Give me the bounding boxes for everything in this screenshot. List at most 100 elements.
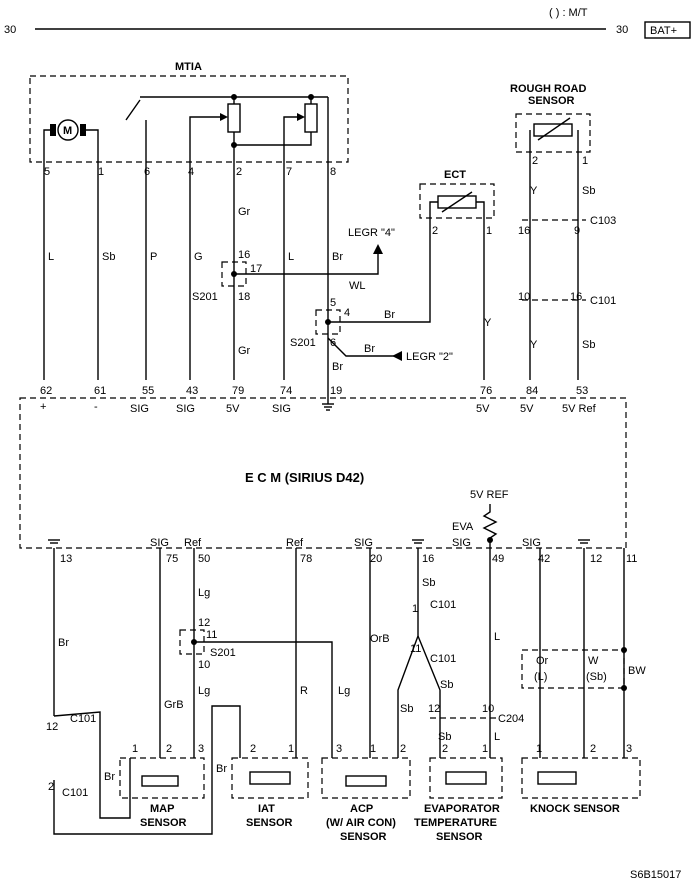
wire-color: Sb (400, 703, 413, 715)
pin-label: 17 (250, 263, 262, 275)
potentiometer-2 (304, 103, 318, 133)
pin-label: 16 (422, 553, 434, 565)
pin-label: 1 (536, 743, 542, 755)
pin-label: 10 (482, 703, 494, 715)
pin-label: 74 (280, 385, 292, 397)
pin-label: 5 (330, 297, 336, 309)
wire-br-map (53, 711, 131, 819)
pin-label: 1 (98, 166, 104, 178)
pin-label: 42 (538, 553, 550, 565)
sig-label: SIG (452, 537, 471, 549)
pin-label: 9 (574, 225, 580, 237)
knock-label: KNOCK SENSOR (530, 803, 620, 815)
pin-label: 84 (526, 385, 538, 397)
sig-label: + (40, 401, 46, 413)
wire-color: W (588, 655, 599, 667)
wire-color: G (194, 251, 203, 263)
wire-color: WL (349, 280, 366, 292)
ecm-box (19, 397, 627, 549)
pin-label: 50 (198, 553, 210, 565)
map-label-1: MAP (150, 803, 174, 815)
wire-ect-y (476, 201, 485, 380)
wire-color: Y (530, 185, 538, 197)
pin-label: 2 (48, 781, 54, 793)
motor-symbol: M (63, 125, 72, 137)
pin-label: 75 (166, 553, 178, 565)
wire-color: (Sb) (586, 671, 607, 683)
acp-label-2: (W/ AIR CON) (326, 817, 396, 829)
pin-label: 2 (590, 743, 596, 755)
wire-color: Lg (198, 587, 210, 599)
sig-label: SIG (522, 537, 541, 549)
sig-label: Ref (286, 537, 304, 549)
wire-legr4 (234, 250, 379, 275)
acp-sensor-element (345, 775, 387, 787)
wire-color: L (494, 631, 500, 643)
sig-label: 5V (226, 403, 240, 415)
acp-label-1: ACP (350, 803, 373, 815)
rough-road-sensor (533, 123, 573, 137)
iat-sensor-element (249, 771, 291, 785)
pin-label: 16 (570, 291, 582, 303)
wire-color: GrB (164, 699, 184, 711)
legr-4-label: LEGR "4" (348, 227, 395, 239)
pin-label: 18 (238, 291, 250, 303)
pin-label: 2 (532, 155, 538, 167)
pin-label: 4 (344, 307, 350, 319)
wire-color: Gr (238, 345, 251, 357)
wire-lg-acp (194, 641, 333, 758)
evap-sensor-box (429, 757, 503, 799)
mtia-label: MTIA (175, 61, 202, 73)
wire-color: Br (384, 309, 395, 321)
pin-label: 2 (432, 225, 438, 237)
pin-label: 4 (188, 166, 194, 178)
switch-contact (125, 99, 141, 121)
wire-ect-br (328, 220, 431, 323)
figure-id: S6B15017 (630, 869, 681, 881)
sig-label: 5V (520, 403, 534, 415)
wire-color: Sb (582, 339, 595, 351)
pin-label: 7 (286, 166, 292, 178)
sig-label: SIG (150, 537, 169, 549)
splice-label: S201 (210, 647, 236, 659)
motor-icon (57, 119, 79, 141)
pin-label: 16 (518, 225, 530, 237)
wire-color: Y (484, 317, 492, 329)
c103-label: C103 (590, 215, 616, 227)
evap-sensor-element (445, 771, 487, 785)
acp-sensor-box (321, 757, 411, 799)
rough-road-label-1: ROUGH ROAD (510, 83, 586, 95)
pin-label: 11 (626, 553, 637, 565)
sig-label: 5V REF (470, 489, 509, 501)
c204-label: C204 (498, 713, 524, 725)
pin-label: 1 (486, 225, 492, 237)
pin-label: 49 (492, 553, 504, 565)
wire-color: Lg (198, 685, 210, 697)
wire-color: Sb (440, 679, 453, 691)
wire-color: Br (332, 361, 343, 373)
c101-label: C101 (430, 599, 456, 611)
map-sensor-element (141, 775, 179, 787)
pin-label: 1 (582, 155, 588, 167)
potentiometer-1 (227, 103, 241, 133)
pin-label: 1 (482, 743, 488, 755)
acp-label-3: SENSOR (340, 831, 387, 843)
sig-label: 5V (476, 403, 490, 415)
wire-color: OrB (370, 633, 390, 645)
splice-label: S201 (192, 291, 218, 303)
mt-note: ( ) : M/T (549, 7, 588, 19)
pin-label: 76 (480, 385, 492, 397)
wire-pin1 (86, 129, 99, 380)
pin-label: 12 (46, 721, 58, 733)
map-label-2: SENSOR (140, 817, 187, 829)
wire-color: Gr (238, 206, 251, 218)
pin-label: 2 (236, 166, 242, 178)
iat-label-1: IAT (258, 803, 275, 815)
circuit-30-right: 30 (616, 24, 628, 36)
evap-label-3: SENSOR (436, 831, 483, 843)
wire-pin5 (43, 129, 50, 380)
circuit-30-left: 30 (4, 24, 16, 36)
pin-label: 43 (186, 385, 198, 397)
sig-label: EVA (452, 521, 474, 533)
sig-label: 5V Ref (562, 403, 597, 415)
